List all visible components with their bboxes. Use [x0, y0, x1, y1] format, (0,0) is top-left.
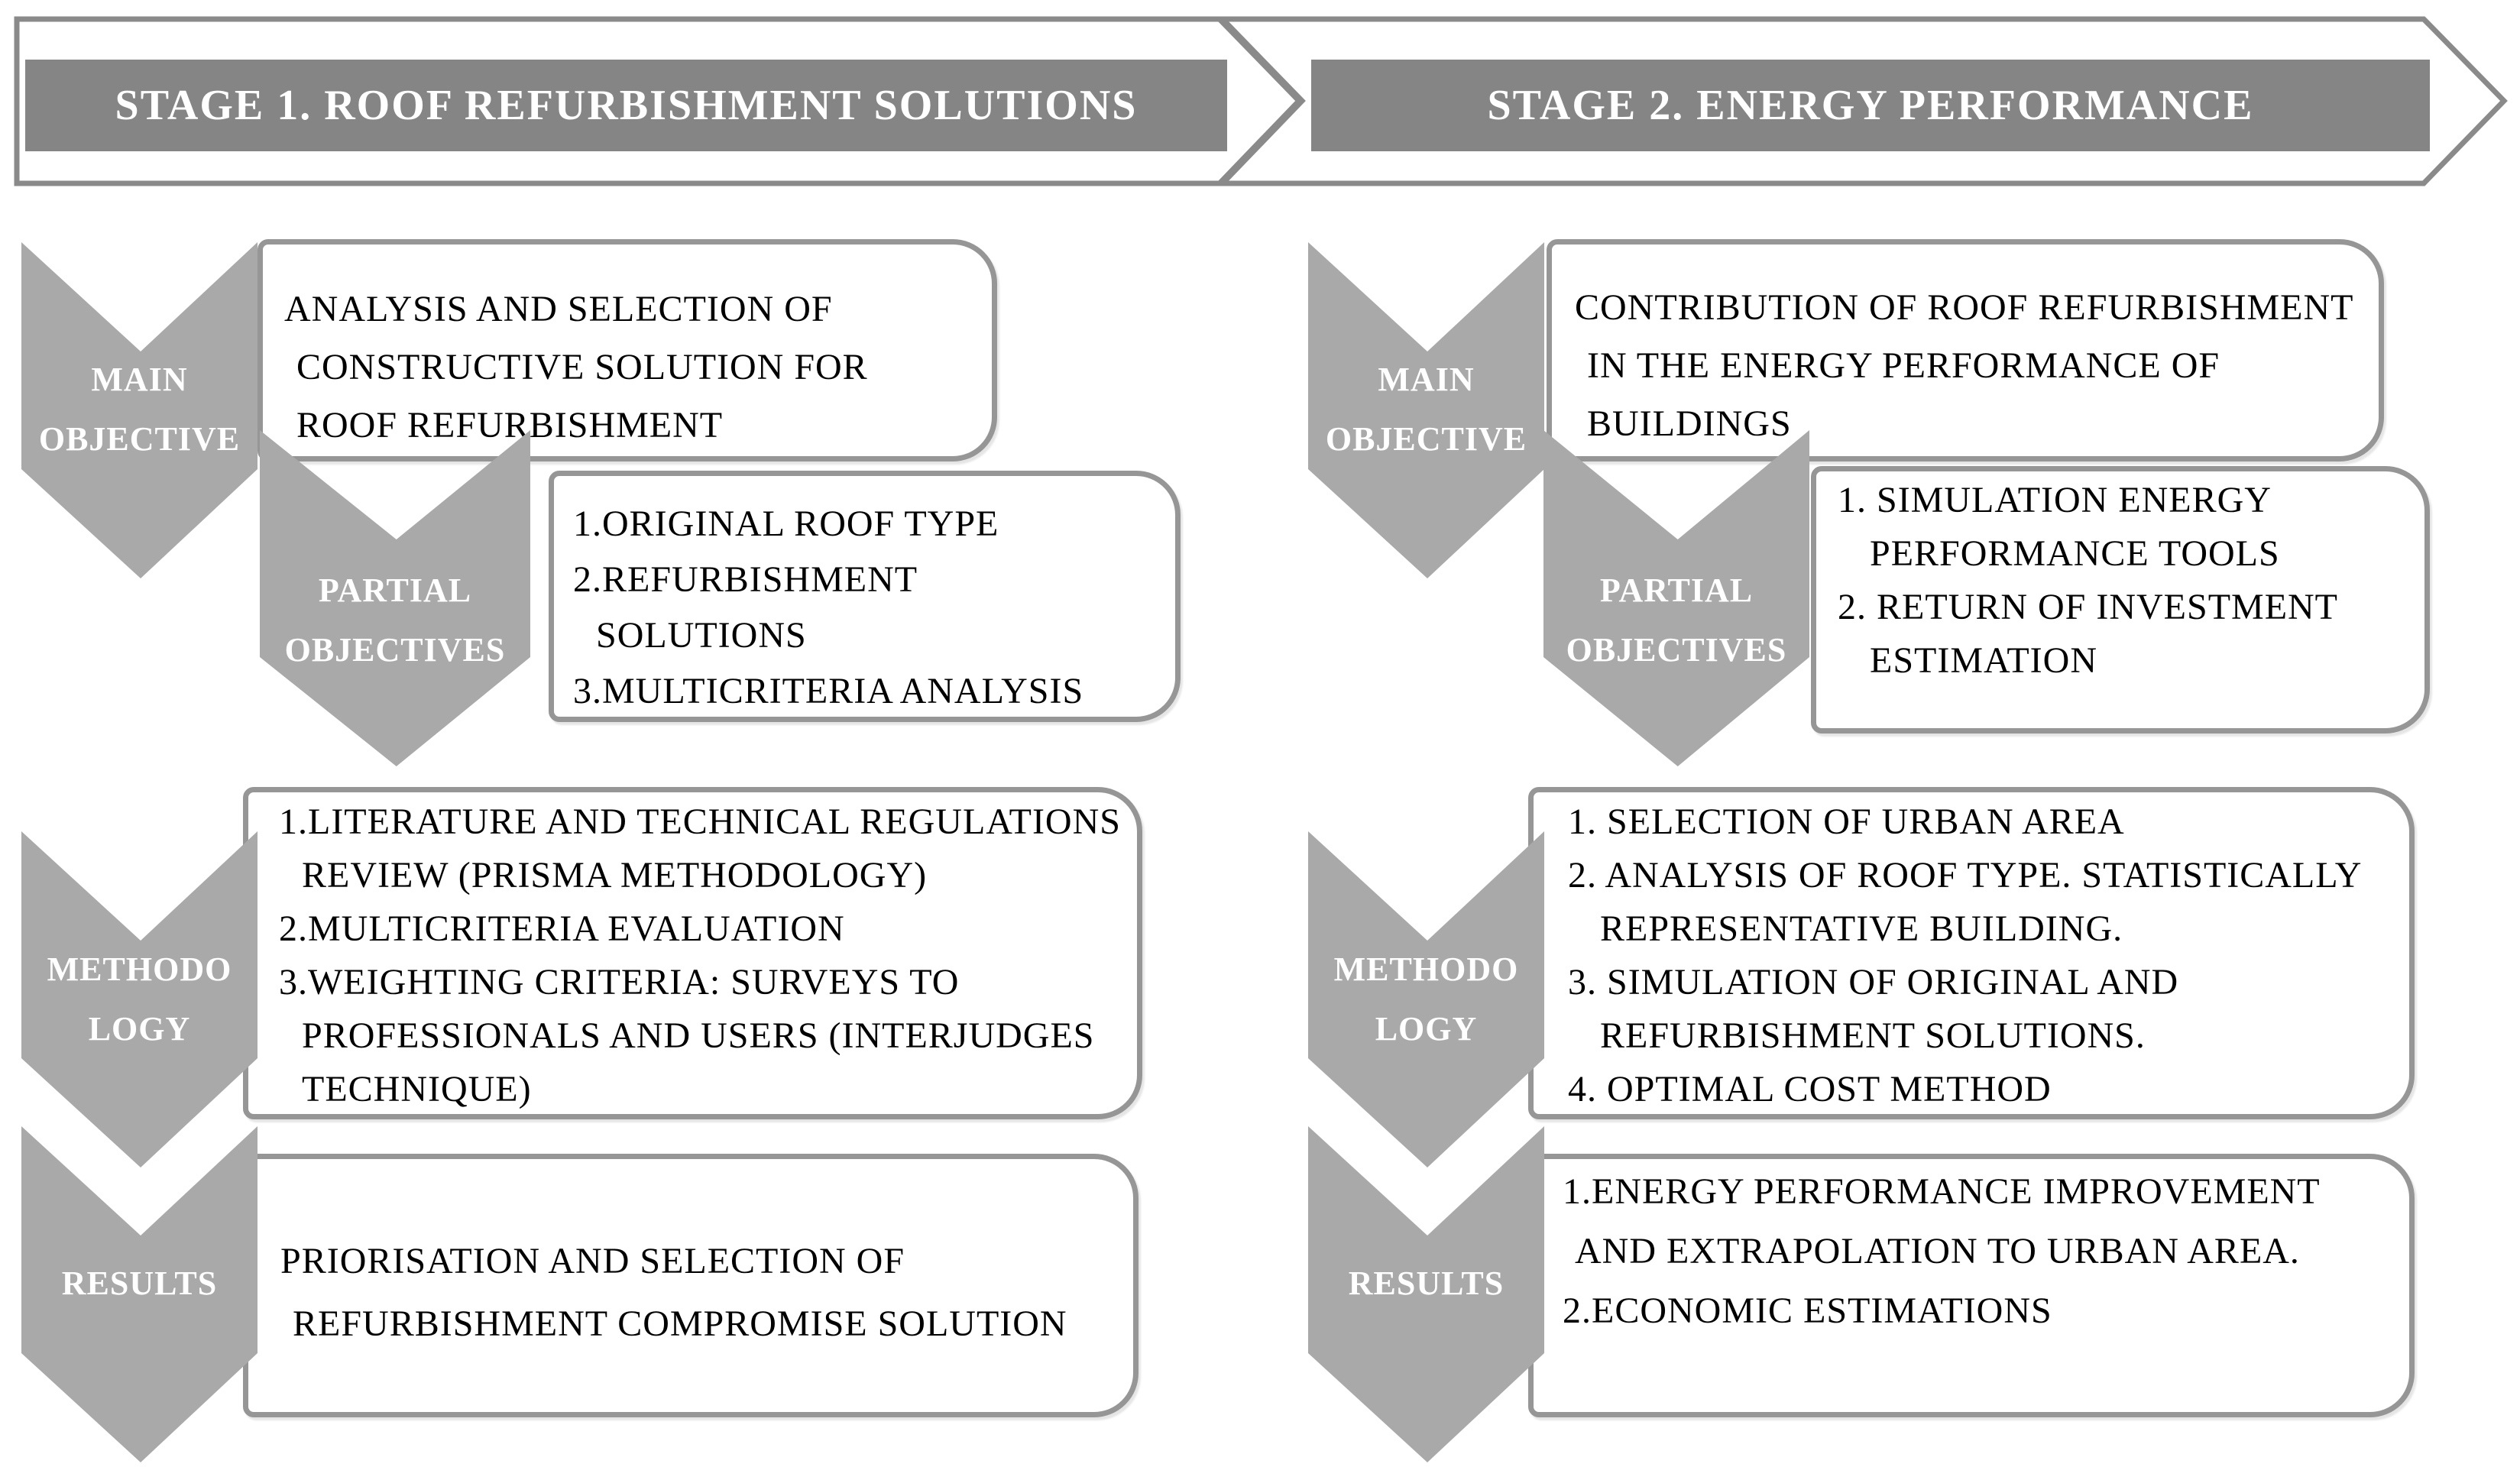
label-stage1-results: RESULTS	[61, 1265, 218, 1302]
stage2-title-band	[1311, 60, 2430, 151]
box-text-line: 2. RETURN OF INVESTMENT	[1838, 587, 2338, 627]
box-stage1-results: PRIORISATION AND SELECTION OF REFURBISHM…	[243, 1154, 1139, 1417]
box-text-line: 2.MULTICRITERIA EVALUATION	[279, 908, 845, 949]
chevron-stage2-methodology: METHODO LOGY	[1308, 831, 1544, 1167]
box-text-line: REFURBISHMENT COMPROMISE SOLUTION	[293, 1303, 1067, 1344]
box-stage2-methodology: 1. SELECTION OF URBAN AREA 2. ANALYSIS O…	[1528, 787, 2415, 1119]
box-text-line: ANALYSIS AND SELECTION OF	[284, 289, 833, 329]
box-text-line: REVIEW (PRISMA METHODOLOGY)	[302, 855, 928, 895]
box-text-line: 3.WEIGHTING CRITERIA: SURVEYS TO	[279, 962, 960, 1002]
stage-banner	[14, 16, 2508, 186]
box-text-line: SOLUTIONS	[596, 615, 807, 656]
box-text-line: CONSTRUCTIVE SOLUTION FOR	[296, 347, 868, 387]
chevron-stage1-methodology: METHODO LOGY	[21, 831, 258, 1167]
box-text-line: 1. SELECTION OF URBAN AREA	[1568, 802, 2125, 842]
box-stage2-results: 1.ENERGY PERFORMANCE IMPROVEMENT AND EXT…	[1528, 1154, 2415, 1417]
box-text-line: TECHNIQUE)	[302, 1069, 532, 1109]
box-text-line: 3.MULTICRITERIA ANALYSIS	[573, 671, 1084, 711]
box-text-line: PROFESSIONALS AND USERS (INTERJUDGES	[302, 1015, 1095, 1056]
box-stage2-partial-objectives: 1. SIMULATION ENERGY PERFORMANCE TOOLS 2…	[1811, 466, 2430, 734]
box-stage1-partial-objectives: 1.ORIGINAL ROOF TYPE 2.REFURBISHMENT SOL…	[549, 471, 1181, 722]
box-text-line: CONTRIBUTION OF ROOF REFURBISHMENT	[1575, 287, 2354, 328]
box-text-line: 3. SIMULATION OF ORIGINAL AND	[1568, 962, 2179, 1002]
chevron-stage1-partial-objectives: PARTIAL OBJECTIVES	[260, 430, 530, 766]
chevron-stage2-main-objective: MAIN OBJECTIVE	[1308, 242, 1544, 578]
box-stage1-methodology: 1.LITERATURE AND TECHNICAL REGULATIONS R…	[243, 787, 1142, 1119]
box-text-line: 1.ENERGY PERFORMANCE IMPROVEMENT	[1563, 1171, 2321, 1212]
label-stage2-methodology: METHODO LOGY	[1333, 950, 1519, 1048]
box-text-line: 1. SIMULATION ENERGY	[1838, 480, 2272, 520]
box-text-line: REPRESENTATIVE BUILDING.	[1600, 908, 2123, 949]
chevron-stage1-main-objective: MAIN OBJECTIVE	[21, 242, 258, 578]
stage2-title: STAGE 2. ENERGY PERFORMANCE	[1487, 82, 2254, 129]
box-text-line: ESTIMATION	[1870, 640, 2097, 681]
box-text-line: ROOF REFURBISHMENT	[296, 405, 724, 445]
box-text-line: 1.LITERATURE AND TECHNICAL REGULATIONS	[279, 802, 1121, 842]
box-text-line: IN THE ENERGY PERFORMANCE OF	[1587, 345, 2220, 386]
box-text-line: 4. OPTIMAL COST METHOD	[1568, 1069, 2052, 1109]
box-text-line: 2.ECONOMIC ESTIMATIONS	[1563, 1291, 2052, 1331]
box-text-line: PERFORMANCE TOOLS	[1870, 533, 2280, 574]
box-text-line: AND EXTRAPOLATION TO URBAN AREA.	[1575, 1231, 2300, 1271]
box-text-line: REFURBISHMENT SOLUTIONS.	[1600, 1015, 2146, 1056]
chevron-stage1-results: RESULTS	[21, 1126, 258, 1462]
label-stage2-results: RESULTS	[1348, 1265, 1505, 1302]
box-stage2-main-objective: CONTRIBUTION OF ROOF REFURBISHMENT IN TH…	[1547, 239, 2384, 461]
box-text-line: 2. ANALYSIS OF ROOF TYPE. STATISTICALLY	[1568, 855, 2363, 895]
box-text-line: 2.REFURBISHMENT	[573, 559, 918, 600]
label-stage1-methodology: METHODO LOGY	[47, 950, 232, 1048]
box-stage1-main-objective: ANALYSIS AND SELECTION OF CONSTRUCTIVE S…	[258, 239, 997, 461]
label-stage2-partial-objectives: PARTIAL OBJECTIVES	[1566, 572, 1787, 669]
stage1-title: STAGE 1. ROOF REFURBISHMENT SOLUTIONS	[115, 82, 1138, 129]
label-stage1-main-objective: MAIN OBJECTIVE	[38, 361, 241, 458]
box-text-line: 1.ORIGINAL ROOF TYPE	[573, 504, 999, 544]
chevron-stage2-partial-objectives: PARTIAL OBJECTIVES	[1543, 430, 1809, 766]
box-text-line: BUILDINGS	[1587, 403, 1792, 444]
box-text-line: PRIORISATION AND SELECTION OF	[280, 1241, 905, 1281]
chevron-stage2-results: RESULTS	[1308, 1126, 1544, 1462]
label-stage1-partial-objectives: PARTIAL OBJECTIVES	[284, 572, 506, 669]
label-stage2-main-objective: MAIN OBJECTIVE	[1325, 361, 1527, 458]
stage1-title-band	[25, 60, 1227, 151]
